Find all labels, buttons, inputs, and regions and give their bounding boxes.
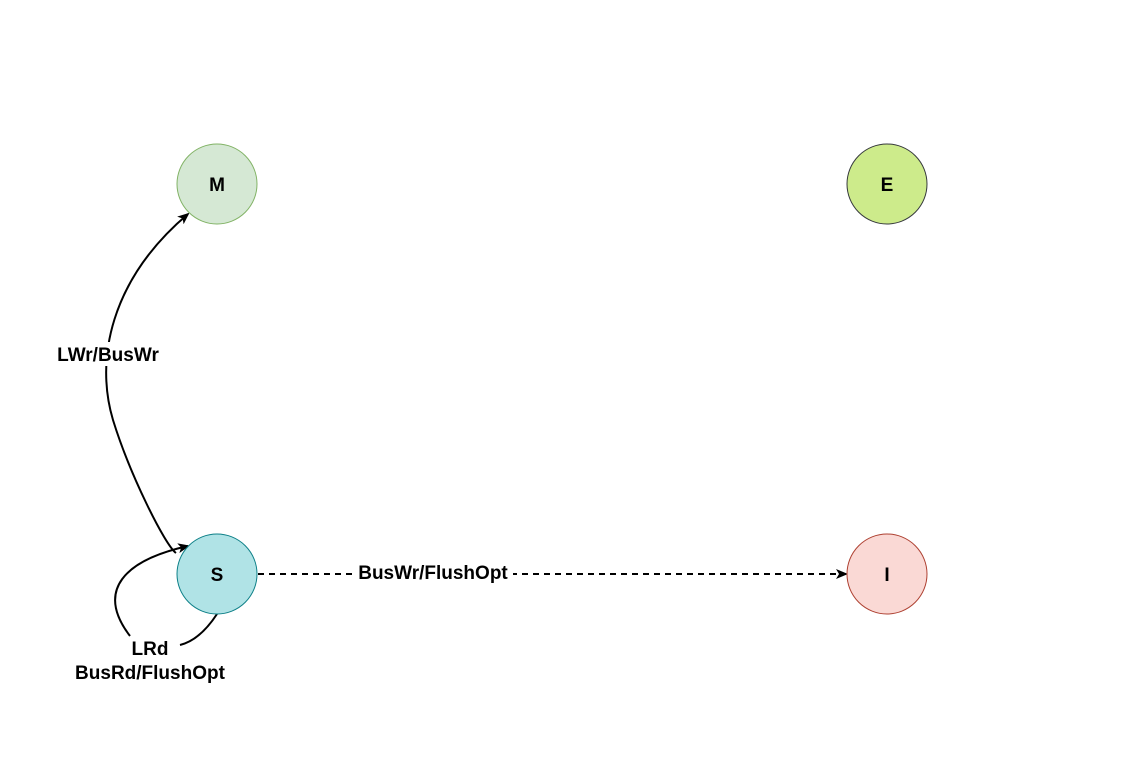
- state-e-label: E: [881, 175, 894, 196]
- state-s-circle: [176, 533, 258, 615]
- state-s-label: S: [211, 565, 224, 586]
- state-i[interactable]: I: [846, 533, 928, 615]
- state-m[interactable]: M: [176, 143, 258, 225]
- edge-s-to-i-label: BusWr/FlushOpt: [358, 563, 508, 584]
- state-e-circle: [846, 143, 928, 225]
- state-i-circle: [846, 533, 928, 615]
- edge-s-to-m-label: LWr/BusWr: [57, 345, 159, 366]
- edge-s-self-label-line2: BusRd/FlushOpt: [75, 663, 226, 684]
- state-s[interactable]: S: [176, 533, 258, 615]
- state-m-circle: [176, 143, 258, 225]
- state-i-label: I: [884, 565, 889, 586]
- edge-s-self-loop: [114, 546, 218, 646]
- state-m-label: M: [209, 175, 225, 196]
- state-e[interactable]: E: [846, 143, 928, 225]
- edge-s-self-label-line1: LRd: [132, 639, 169, 660]
- edge-s-to-m-label-bg: [52, 342, 166, 366]
- edge-s-to-i-label-bg: [353, 560, 513, 584]
- edge-s-to-m: [105, 212, 190, 554]
